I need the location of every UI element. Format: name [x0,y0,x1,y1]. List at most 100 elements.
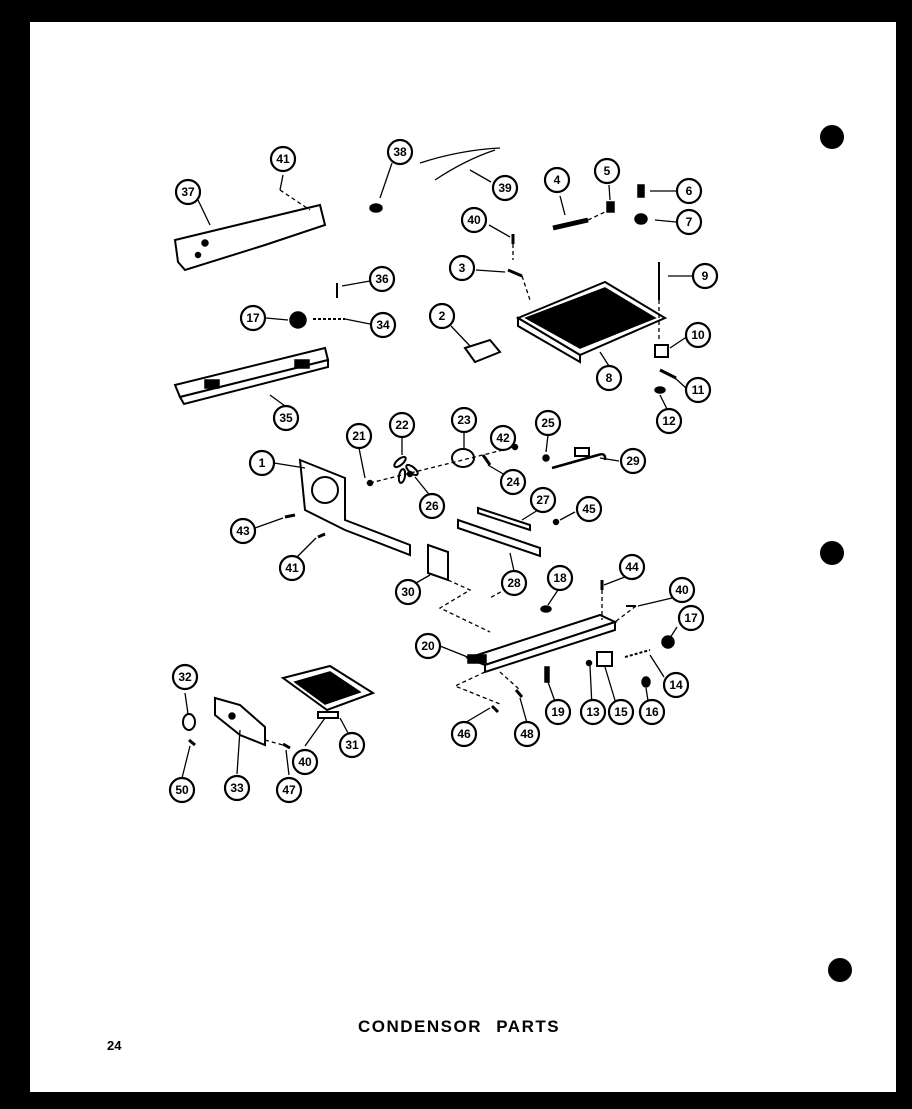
callout-number: 8 [606,371,613,385]
callout-number: 41 [276,152,290,166]
callout-circle [638,698,666,726]
callout-17: 17 [239,304,267,332]
callout-4: 4 [543,166,571,194]
callout-circle [248,449,276,477]
callout-circle [579,698,607,726]
callout-number: 31 [345,738,359,752]
callout-circle [278,554,306,582]
callout-number: 19 [551,705,565,719]
part-10-grommet [654,344,669,358]
callout-7: 7 [675,208,703,236]
callout-circle [684,376,712,404]
callout-circle [491,174,519,202]
part-38-grommet [369,203,383,213]
callout-circle [546,564,574,592]
callout-41: 41 [269,145,297,173]
condenser-fill [524,287,657,349]
callout-35: 35 [272,404,300,432]
callout-circle [655,407,683,435]
callout-circle [618,553,646,581]
callout-22: 22 [388,411,416,439]
callout-31: 31 [338,731,366,759]
callout-number: 42 [496,431,510,445]
callout-number: 17 [684,611,698,625]
callout-number: 29 [626,454,640,468]
callout-38: 38 [386,138,414,166]
bracket-hole [201,239,209,247]
callout-14: 14 [662,671,690,699]
callout-number: 36 [375,272,389,286]
part-50-screw [188,738,196,747]
callout-number: 5 [604,164,611,178]
callout-number: 16 [645,705,659,719]
callout-40: 40 [668,576,696,604]
callout-21: 21 [345,422,373,450]
callout-43: 43 [229,517,257,545]
callout-number: 43 [236,524,250,538]
callout-circle [223,774,251,802]
callout-number: 44 [625,560,639,574]
callout-circle [345,422,373,450]
part-46-screw [490,704,500,714]
part-17-nut [289,311,307,329]
drain-pan-spout [317,711,339,719]
part-12-washer [654,386,666,394]
part-19-screw [544,666,550,683]
callout-number: 10 [691,328,705,342]
callout-number: 48 [520,727,534,741]
callout-12: 12 [655,407,683,435]
callout-46: 46 [450,720,478,748]
part-41-screw [317,532,326,539]
callout-circle [269,145,297,173]
callout-41: 41 [278,554,306,582]
callout-circle [369,311,397,339]
callout-number: 22 [395,418,409,432]
callout-42: 42 [489,424,517,452]
part-14-rod [624,649,651,658]
callout-number: 30 [401,585,415,599]
callout-circle [168,776,196,804]
callout-number: 25 [541,416,555,430]
callout-23: 23 [450,406,478,434]
callout-number: 20 [421,639,435,653]
page-title: CONDENSOR PARTS [358,1017,561,1036]
callout-circle [388,411,416,439]
channel-slot [294,359,310,369]
callout-number: 41 [285,561,299,575]
base-rail-lower [484,620,616,674]
callout-circle [418,492,446,520]
part-23-motor [451,448,475,468]
callout-40: 40 [291,748,319,776]
part-33-bracket [214,696,266,747]
part-7-grommet [634,213,648,225]
callout-number: 1 [259,456,266,470]
callout-circle [675,177,703,205]
part-39-wire [419,147,501,164]
callout-8: 8 [595,364,623,392]
callout-number: 7 [686,215,693,229]
callout-number: 39 [498,181,512,195]
callout-2: 2 [428,302,456,330]
callout-circle [428,302,456,330]
callout-26: 26 [418,492,446,520]
drawing-sheet [30,22,896,1092]
callout-circle [460,206,488,234]
callout-circle [500,569,528,597]
callout-number: 47 [282,783,296,797]
callout-circle [489,424,517,452]
part-5-nut [606,201,615,213]
part-37-bracket [173,203,327,272]
callout-number: 14 [669,678,683,692]
callout-33: 33 [223,774,251,802]
callout-number: 18 [553,571,567,585]
callout-number: 50 [175,783,189,797]
bracket-33-hole [228,712,236,720]
callout-44: 44 [618,553,646,581]
callout-6: 6 [675,177,703,205]
base-rail-end [467,654,487,664]
callout-number: 9 [702,269,709,283]
callout-number: 12 [662,414,676,428]
callout-37: 37 [174,178,202,206]
callout-3: 3 [448,254,476,282]
callout-circle [543,166,571,194]
